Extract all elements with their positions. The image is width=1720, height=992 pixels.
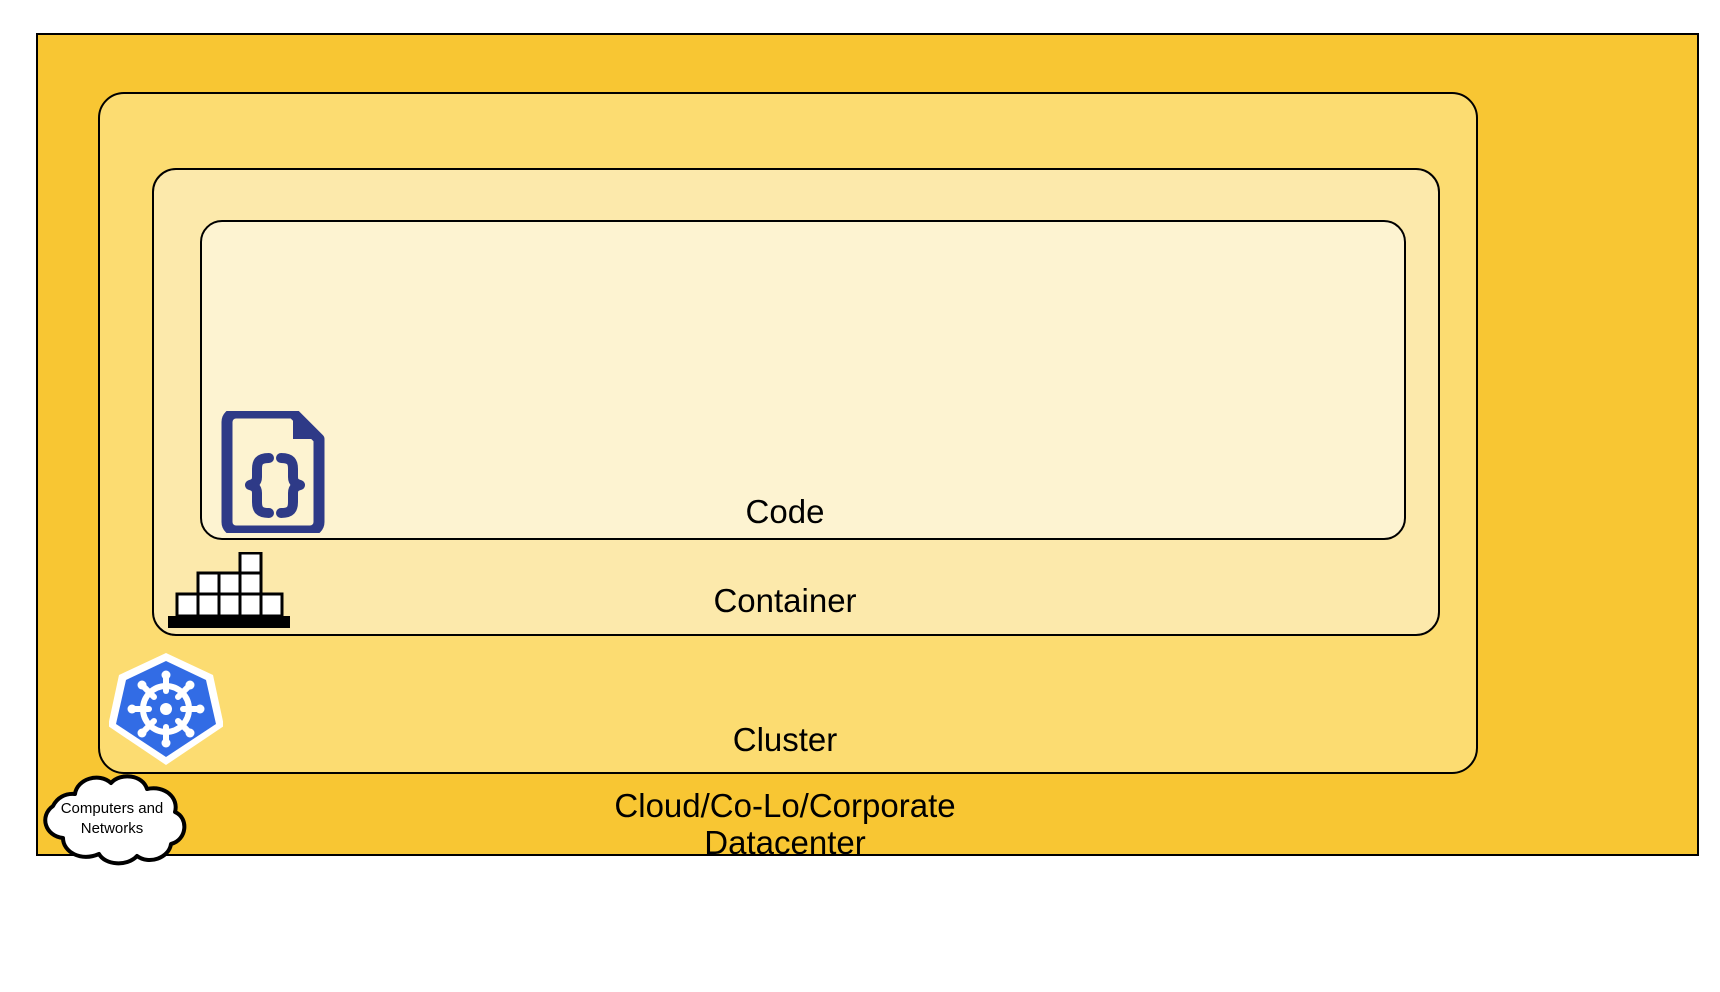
layer-label-container: Container [713, 582, 857, 619]
layer-label-code: Code [745, 493, 825, 530]
cloud-icon [43, 774, 187, 866]
layer-code[interactable] [200, 220, 1406, 540]
code-file-json-icon [219, 407, 327, 537]
layer-label-cluster: Cluster [732, 721, 838, 758]
container-stack-icon [168, 551, 290, 628]
layer-label-datacenter: Cloud/Co-Lo/Corporate Datacenter [614, 787, 956, 861]
kubernetes-helm-icon [108, 651, 224, 767]
cloud-callout-computers-networks[interactable]: Computers and Networks [31, 770, 193, 867]
